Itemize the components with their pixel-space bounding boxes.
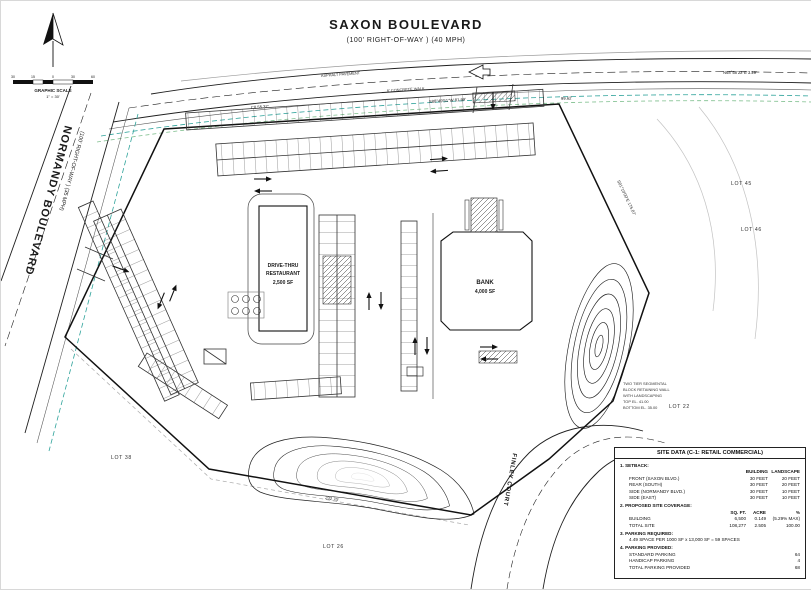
scale-tick: 30 (71, 75, 75, 79)
saxon-north-edge (150, 58, 811, 95)
normandy-sidewalk (36, 107, 130, 444)
setback-row: REAR (SOUTH) 30 FEET 20 FEET (629, 482, 800, 488)
parking-required-heading: 3. PARKING REQUIRED: (620, 530, 674, 536)
survey-flag-icon (468, 64, 491, 80)
lot-label-38: LOT 38 (111, 455, 132, 461)
bearing-top-right: N68°58'22"E 3.29' (723, 70, 757, 75)
wall-note-line: TWO TIER SEGMENTAL (623, 381, 668, 386)
curve-dimension: C8 55.37' (251, 104, 269, 110)
setback-col-landscape: LANDSCAPE (771, 469, 800, 475)
kiosk (406, 366, 424, 377)
parking-provided-row: HANDICAP PARKING 4 (629, 558, 800, 564)
building-restaurant: DRIVE-THRU RESTAURANT 2,500 SF (247, 193, 315, 345)
site-details (76, 64, 518, 399)
finley-west-edge (470, 424, 644, 589)
normandy-centerline (4, 92, 92, 347)
parking-provided-row: TOTAL PARKING PROVIDED 68 (629, 564, 800, 570)
finley-title: FINLEY COURT (502, 453, 517, 507)
parking-row-bank-aisle (400, 220, 418, 392)
bank-canopy-hatch (470, 197, 498, 233)
scale-tick: 15 (31, 75, 35, 79)
site-data-title: SITE DATA (C-1: RETAIL COMMERCIAL) (615, 448, 805, 459)
wall-note-line: TOP EL. 41.00 (623, 399, 649, 404)
bank-island-east (498, 199, 504, 231)
lot-label-22: LOT 22 (669, 404, 690, 410)
wall-note-line: BOTTOM EL. 35.00 (623, 405, 658, 410)
normandy-east-curb (24, 101, 120, 434)
wall-note-line: BLOCK RETAINING WALL (623, 387, 671, 392)
setback-row: SIDE (NORMANDY BLVD.) 30 FEET 10 FEET (629, 488, 800, 494)
saxon-title: SAXON BOULEVARD (329, 17, 483, 32)
road-normandy (1, 85, 139, 452)
drive-thru-loop (247, 193, 315, 345)
parking-strip-southwest (137, 352, 229, 420)
retaining-wall-note: TWO TIER SEGMENTAL BLOCK RETAINING WALL … (623, 381, 671, 410)
setback-row: SIDE (EAST) 30 FEET 10 FEET (629, 495, 800, 501)
parking-row-second (215, 122, 536, 177)
bank-island-west (464, 199, 470, 231)
landscape-island-hatch (322, 255, 352, 305)
dim-bottom: 232.70' (325, 495, 339, 502)
contour-berm-south (248, 436, 475, 520)
saxon-centerline (128, 71, 811, 109)
site-data-table: SITE DATA (C-1: RETAIL COMMERCIAL) 1. SE… (614, 447, 806, 579)
driveway-normandy (76, 246, 114, 282)
coverage-column-headers: SQ. FT. ACRE % (620, 510, 800, 517)
scale-tick: 0 (52, 75, 54, 79)
graphic-scale-label: GRAPHIC SCALE (34, 88, 71, 93)
saxon-subtitle: (100' RIGHT-OF-WAY ) (40 MPH) (347, 37, 466, 44)
restaurant-footprint (258, 205, 308, 332)
finley-centerline (506, 436, 666, 589)
bank-area-label: 4,000 SF (475, 289, 495, 295)
coverage-col-acre: ACRE (752, 509, 766, 515)
offsite-lines (70, 106, 759, 526)
lot-label-26: LOT 26 (323, 544, 344, 550)
setback-row: FRONT (SAXON BLVD.) 30 FEET 20 FEET (629, 475, 800, 481)
driveway-saxon (472, 83, 514, 114)
sidewalk-hatch-south (478, 350, 518, 364)
coverage-row: TOTAL SITE 108,277 2.505 100.00 (629, 522, 800, 528)
saxon-south-curb (112, 81, 811, 123)
graphic-scale: 30 15 0 30 60 GRAPHIC SCALE 1" = 30' (11, 75, 95, 99)
property-boundary (64, 103, 650, 516)
patio-seating (227, 291, 265, 319)
saxon-north-edge-far (180, 50, 811, 82)
coverage-heading: 2. PROPOSED SITE COVERAGE: (620, 503, 692, 509)
setback-col-building: BUILDING (745, 469, 768, 475)
crosswalk-hatch (472, 90, 516, 104)
restaurant-label-1: DRIVE-THRU (268, 263, 299, 269)
coverage-row: BUILDING 6,500 0.149 (5.29% MAX) (629, 516, 800, 522)
wall-note-line: WITH LANDSCAPING (623, 393, 662, 398)
parking-rows-vertical (318, 214, 418, 398)
normandy-west-edge (1, 85, 72, 282)
scale-tick: 60 (91, 75, 95, 79)
coverage-col-pct: % (795, 509, 800, 515)
graphic-scale-ratio: 1" = 30' (46, 94, 60, 99)
building-bank: BANK 4,000 SF (440, 197, 533, 331)
parking-provided-heading: 4. PARKING PROVIDED: (620, 545, 673, 551)
north-arrow-icon (43, 12, 64, 67)
dim-top-right: 99.62' (561, 95, 573, 101)
normandy-utility-teal (48, 113, 139, 452)
bearing-top: S88°49'51"W 81.99' (429, 97, 467, 104)
asphalt-label: ASPHALT PAVEMENT (321, 70, 361, 78)
lot-label-46: LOT 46 (741, 227, 762, 233)
contour-berm-east (564, 263, 634, 429)
restaurant-label-2: RESTAURANT (266, 271, 300, 277)
restaurant-area-label: 2,500 SF (273, 280, 293, 286)
lot-label-45: LOT 45 (731, 181, 752, 187)
setback-heading: 1. SETBACK: (620, 462, 649, 468)
scale-tick: 30 (11, 75, 15, 79)
parking-rows (77, 88, 545, 420)
bank-label: BANK (476, 280, 494, 286)
parking-row-top (185, 88, 545, 131)
parking-provided-row: STANDARD PARKING 64 (629, 551, 800, 557)
parking-required-detail: 4.49 SPACE PER 1000 SF x 13,000 SF = 59 … (629, 537, 740, 543)
coverage-col-sqft: SQ. FT. (730, 509, 746, 515)
concrete-walk-label: 6' CONCRETE WALK (387, 86, 425, 93)
setback-column-headers: BUILDING LANDSCAPE (620, 469, 800, 476)
bearing-east: S01°10'09"E 175.07' (616, 179, 637, 216)
dumpster-enclosure (203, 348, 227, 365)
